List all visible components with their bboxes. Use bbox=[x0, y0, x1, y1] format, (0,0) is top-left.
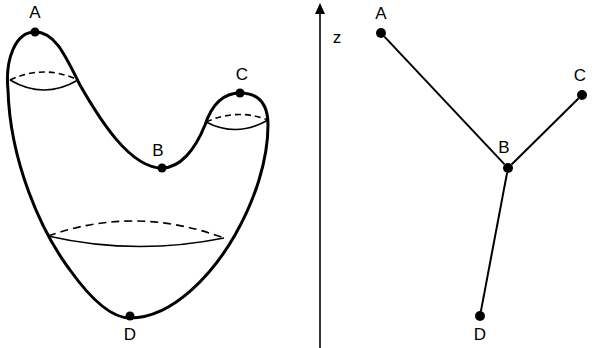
vertex-label: A bbox=[375, 4, 386, 24]
graph-vertex: D bbox=[475, 311, 485, 321]
graph-vertex: A bbox=[376, 28, 386, 38]
vertex-label: B bbox=[498, 138, 509, 158]
point-label: D bbox=[124, 325, 136, 345]
surface-outline bbox=[7, 32, 268, 318]
graph-edge bbox=[512, 99, 579, 165]
contour-back bbox=[206, 114, 268, 122]
critical-point bbox=[31, 28, 40, 37]
graph-vertex: B bbox=[503, 163, 513, 173]
contour-back bbox=[10, 72, 78, 80]
critical-point bbox=[126, 312, 135, 321]
point-label: B bbox=[152, 141, 163, 161]
vertex-label: C bbox=[574, 66, 586, 86]
contour-front bbox=[206, 120, 268, 130]
point-label: C bbox=[236, 65, 248, 85]
contour-front bbox=[48, 236, 224, 247]
contour-back bbox=[48, 221, 224, 238]
z-axis-arrowhead bbox=[315, 3, 325, 14]
graph-vertex: C bbox=[577, 90, 587, 100]
z-axis bbox=[319, 10, 321, 348]
contour-front bbox=[10, 80, 78, 90]
vertex-label: D bbox=[474, 325, 486, 345]
critical-point bbox=[158, 164, 167, 173]
axis-label: z bbox=[333, 28, 342, 48]
critical-point bbox=[236, 89, 245, 98]
graph-edge bbox=[384, 37, 504, 165]
graph-edge bbox=[481, 173, 507, 311]
point-label: A bbox=[29, 3, 40, 23]
